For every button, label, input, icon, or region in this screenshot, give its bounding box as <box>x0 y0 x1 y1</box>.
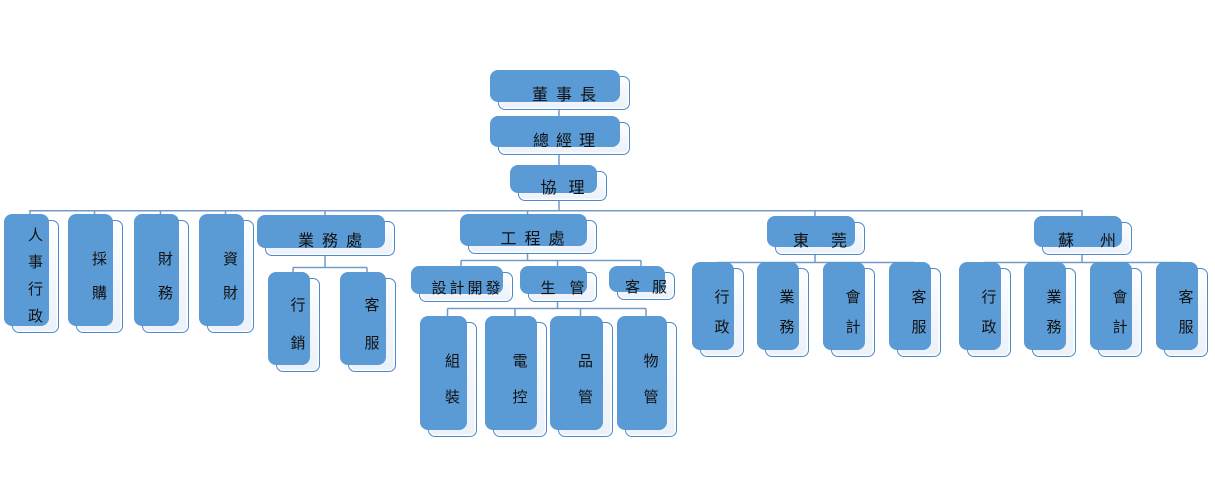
node-label: 設計開發 <box>431 280 504 297</box>
node-label: 資財 <box>222 251 238 302</box>
node-label: 董事長 <box>531 87 604 104</box>
node-dongguan-accounting: 會計 <box>823 262 875 357</box>
node-label: 客服 <box>911 289 927 336</box>
node-marketing: 行銷 <box>268 272 320 372</box>
node-label: 業務處 <box>297 232 370 250</box>
node-materials: 資財 <box>199 214 254 333</box>
node-dongguan-admin: 行政 <box>692 262 744 357</box>
node-label: 客服 <box>624 279 679 296</box>
node-general-manager: 總經理 <box>490 116 630 155</box>
node-suzhou-accounting: 會計 <box>1090 262 1142 357</box>
node-design-development: 設計開發 <box>411 266 513 302</box>
node-engineering-customer-service: 客服 <box>609 266 675 300</box>
node-label: 組裝 <box>444 353 460 406</box>
node-label: 行銷 <box>290 298 306 352</box>
node-label: 會計 <box>1112 289 1128 336</box>
node-suzhou-admin: 行政 <box>959 262 1011 357</box>
node-label: 行政 <box>714 289 730 336</box>
node-label: 總經理 <box>532 132 602 150</box>
node-suzhou-customer-service: 客服 <box>1156 262 1208 357</box>
node-label: 採購 <box>91 251 107 302</box>
node-label: 蘇州 <box>1057 232 1142 250</box>
node-label: 生管 <box>540 280 599 297</box>
node-label: 東莞 <box>792 232 869 250</box>
node-suzhou: 蘇州 <box>1034 216 1132 255</box>
node-electrical-control: 電控 <box>485 316 547 437</box>
node-label: 業務 <box>1046 289 1062 336</box>
node-finance: 財務 <box>134 214 189 333</box>
node-sales-division: 業務處 <box>257 215 395 256</box>
node-label: 客服 <box>1178 289 1194 336</box>
node-label: 財務 <box>157 251 173 302</box>
node-label: 行政 <box>981 289 997 336</box>
node-dongguan-sales: 業務 <box>757 262 809 357</box>
node-assistant-manager: 協理 <box>510 165 607 201</box>
node-label: 工程處 <box>500 231 573 248</box>
node-dongguan-customer-service: 客服 <box>889 262 941 357</box>
node-material-control: 物管 <box>617 316 677 437</box>
node-engineering-division: 工程處 <box>460 214 597 254</box>
node-sales-customer-service: 客服 <box>340 272 396 372</box>
node-label: 業務 <box>779 289 795 336</box>
node-label: 物管 <box>643 353 659 406</box>
node-production-mgmt: 生管 <box>520 266 599 302</box>
node-label: 協理 <box>540 180 597 197</box>
node-label: 客服 <box>364 298 380 352</box>
node-chairman: 董事長 <box>490 70 630 110</box>
node-purchasing: 採購 <box>68 214 123 333</box>
node-label: 人事行政 <box>27 227 43 325</box>
node-hr-admin: 人事行政 <box>4 214 59 333</box>
node-dongguan: 東莞 <box>767 216 865 255</box>
node-assembly: 組裝 <box>420 316 477 437</box>
node-suzhou-sales: 業務 <box>1024 262 1076 357</box>
node-label: 品管 <box>577 353 593 406</box>
node-label: 會計 <box>845 289 861 336</box>
node-quality-control: 品管 <box>550 316 613 437</box>
node-label: 電控 <box>512 353 528 406</box>
